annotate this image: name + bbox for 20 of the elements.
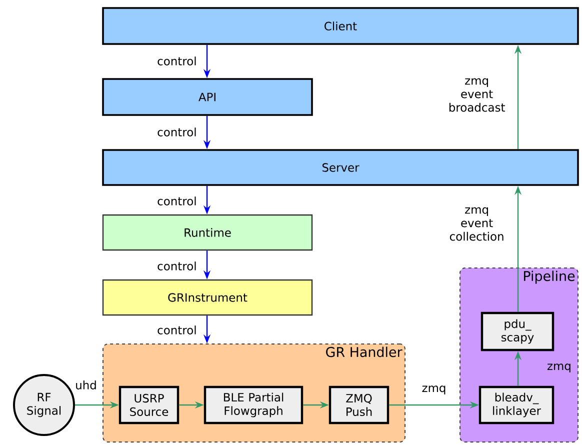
edge-label: uhd — [76, 380, 96, 390]
block-box: ZMQ Push — [328, 386, 390, 424]
layer-box: Server — [102, 149, 579, 186]
block-box: BLE Partial Flowgraph — [204, 386, 304, 424]
block-box: bleadv_ linklayer — [478, 386, 554, 424]
edge-label: control — [158, 262, 196, 270]
block-box: USRP Source — [118, 386, 180, 424]
edge-label: zmq — [547, 364, 570, 372]
edge-label: zmq — [422, 386, 446, 394]
block-box: pdu_ scapy — [480, 312, 554, 352]
layer-box: API — [102, 78, 313, 116]
layer-box: Runtime — [102, 214, 313, 251]
layer-box: Client — [102, 7, 579, 45]
edge-label: control — [158, 128, 196, 136]
edge-label: zmq event collection — [450, 207, 504, 241]
edge-label: control — [158, 326, 196, 334]
edge-label: control — [158, 196, 196, 206]
edge-label: control — [158, 56, 196, 66]
layer-box: GRInstrument — [102, 279, 313, 316]
edge-label: zmq event broadcast — [449, 78, 505, 112]
